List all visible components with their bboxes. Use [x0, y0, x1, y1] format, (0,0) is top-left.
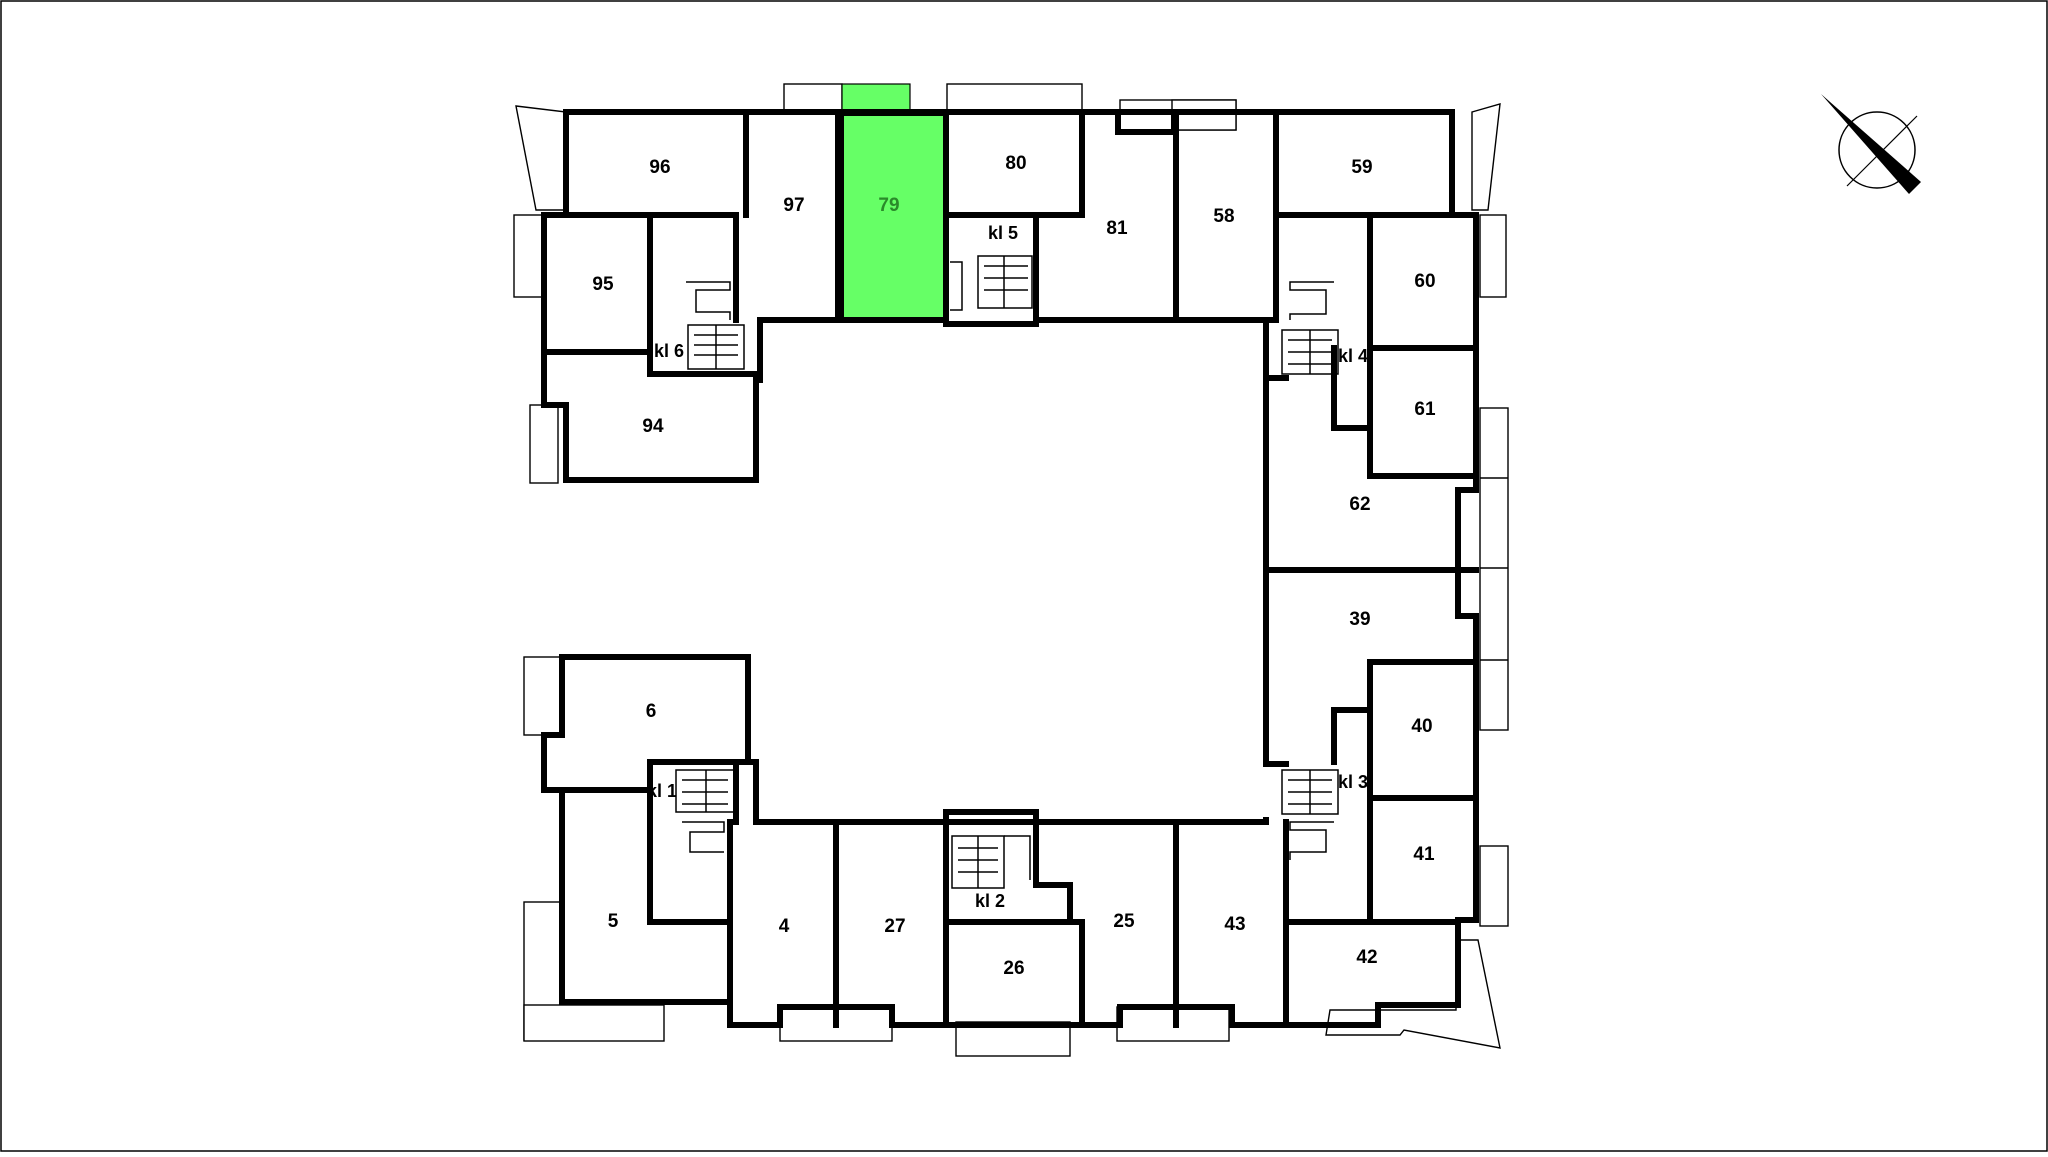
apartment-59-label: 59: [1351, 157, 1372, 178]
apartment-5-label: 5: [608, 911, 619, 932]
staircase-kl3-label: kl 3: [1338, 772, 1368, 792]
apartment-5[interactable]: [566, 794, 726, 998]
apartment-62-label: 62: [1349, 494, 1370, 515]
apartment-27-label: 27: [884, 916, 905, 937]
apartment-61-label: 61: [1414, 399, 1436, 420]
apartment-26-label: 26: [1003, 958, 1024, 979]
staircase-kl4: [1281, 281, 1339, 375]
apartment-58-label: 58: [1213, 206, 1234, 227]
apartment-80-label: 80: [1005, 153, 1026, 174]
apartment-79-label: 79: [878, 195, 899, 216]
staircase-kl1-label: kl 1: [647, 781, 677, 801]
apartment-94-label: 94: [642, 416, 664, 437]
apartment-95-label: 95: [592, 274, 614, 295]
apartment-81-label: 81: [1106, 218, 1128, 239]
staircase-kl2: [951, 835, 1031, 889]
apartment-43-label: 43: [1224, 914, 1245, 935]
apartment-39-label: 39: [1349, 609, 1370, 630]
apartment-40-label: 40: [1411, 716, 1432, 737]
apartment-6-label: 6: [646, 701, 657, 722]
staircase-kl4-label: kl 4: [1338, 346, 1368, 366]
apartment-97-label: 97: [783, 195, 804, 216]
staircase-kl5-label: kl 5: [988, 223, 1018, 243]
apartment-42[interactable]: [1290, 926, 1454, 1021]
apartment-96-label: 96: [649, 157, 670, 178]
apartment-4-label: 4: [779, 916, 790, 937]
staircase-kl6-label: kl 6: [654, 341, 684, 361]
apartment-25-label: 25: [1113, 911, 1135, 932]
walls: [541, 109, 1479, 1028]
apartment-79-highlight[interactable]: [840, 112, 948, 322]
staircase-kl3: [1281, 769, 1339, 860]
apartment-81[interactable]: [1040, 116, 1172, 316]
apartment-60-label: 60: [1414, 271, 1435, 292]
staircase-kl2-label: kl 2: [975, 891, 1005, 911]
staircase-kl5: [950, 255, 1033, 311]
north-arrow-icon: [1821, 94, 1921, 194]
apartment-41-label: 41: [1413, 844, 1435, 865]
staircase-kl6: [686, 281, 745, 370]
apartment-42-label: 42: [1356, 947, 1377, 968]
staircase-kl1: [675, 769, 735, 853]
